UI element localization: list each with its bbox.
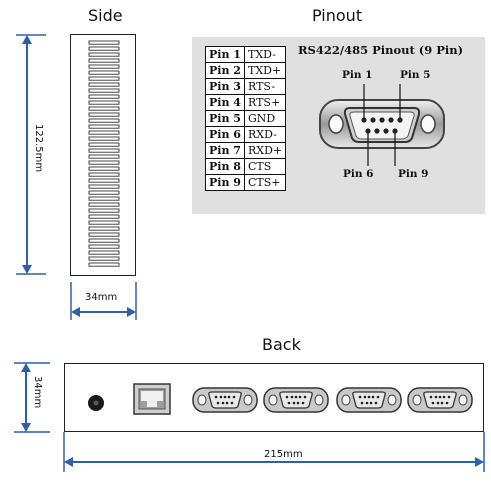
callout-pin1: Pin 1 (342, 69, 373, 81)
back-width-dimension-arrow (63, 432, 485, 472)
pin-signal: TXD+ (243, 62, 287, 79)
pin-number: Pin 8 (205, 158, 245, 175)
db9-port-icon (336, 385, 402, 419)
pin-signal: RXD- (243, 126, 287, 143)
height-dimension-arrow (16, 34, 46, 275)
pin-number: Pin 6 (205, 126, 245, 143)
side-view-title: Side (88, 6, 123, 25)
pin-number: Pin 5 (205, 110, 245, 127)
pin-number: Pin 9 (205, 174, 245, 191)
pin-signal: RTS+ (243, 94, 287, 111)
side-height-label: 122.5mm (33, 124, 44, 173)
connector-title: RS422/485 Pinout (9 Pin) (298, 43, 464, 57)
back-height-label: 34mm (32, 376, 43, 409)
db9-port-icon (263, 385, 329, 419)
pin-number: Pin 3 (205, 78, 245, 95)
vent-grille (88, 40, 120, 267)
power-jack-icon (88, 395, 104, 411)
pin-number: Pin 1 (205, 46, 245, 63)
side-width-label: 34mm (85, 292, 118, 303)
db9-port-icon (192, 385, 258, 419)
pin-signal: CTS+ (243, 174, 287, 191)
callout-pin5: Pin 5 (400, 69, 431, 81)
pin-signal: GND (243, 110, 287, 127)
db9-connector-diagram (319, 84, 445, 166)
pinout-title: Pinout (312, 6, 363, 25)
back-view-title: Back (262, 335, 301, 354)
pin-number: Pin 4 (205, 94, 245, 111)
ethernet-port-icon (133, 383, 171, 415)
pin-signal: RXD+ (243, 142, 287, 159)
callout-pin6: Pin 6 (343, 168, 374, 180)
callout-pin9: Pin 9 (398, 168, 429, 180)
pin-signal: TXD- (243, 46, 287, 63)
back-height-dimension-arrow (14, 362, 50, 433)
pin-number: Pin 7 (205, 142, 245, 159)
db9-port-icon (407, 385, 473, 419)
side-width-dimension-arrow (70, 282, 137, 320)
pin-signal: RTS- (243, 78, 287, 95)
pin-number: Pin 2 (205, 62, 245, 79)
back-width-label: 215mm (264, 449, 303, 460)
pin-signal: CTS (243, 158, 287, 175)
